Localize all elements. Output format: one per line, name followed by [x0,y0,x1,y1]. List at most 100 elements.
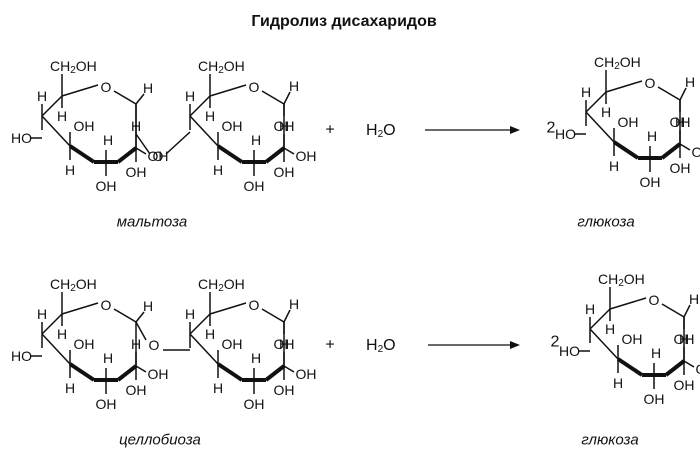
ring-bond [41,333,71,365]
ch2oh-group-part: CH [598,271,618,287]
h-atom: H [57,108,67,124]
ring-bond [589,328,619,360]
water-formula: H2O [366,122,396,140]
ring-front-bond [616,357,644,377]
hydroxyl-group: HO [11,348,32,364]
h-atom: H [675,114,685,130]
h-atom: H [689,291,699,307]
ring-oxygen: O [249,79,260,95]
hydroxyl-group: OH [126,164,147,180]
glycosidic-bond [135,321,147,341]
ring-front-bond [216,362,244,382]
ring-bond [657,86,681,101]
ch2oh-group-subscript: 2 [70,283,76,294]
ring-bond [585,91,607,113]
ch2oh-group: CH2OH [50,58,97,76]
stoichiometric-coefficient: 2 [551,334,560,351]
hydroxyl-group: OH [622,331,643,347]
substituent-bond [683,304,691,318]
hydroxyl-group: OH [640,174,661,190]
ring-bond [589,308,611,330]
ring-front-bond [664,359,686,377]
h-atom: H [289,78,299,94]
ring-front-bond [264,146,286,164]
ring-front-bond [264,364,286,382]
water-formula: H2O [366,337,396,355]
substituent-bond [135,147,147,155]
ch2oh-group-part: CH [198,58,218,74]
h-atom: H [647,128,657,144]
ring-front-bond [116,146,138,164]
ch2oh-group-part: OH [624,271,645,287]
ring-front-bond [660,142,682,160]
ch2oh-group-part: CH [198,276,218,292]
ch2oh-group-subscript: 2 [614,61,620,72]
ring-bond [261,308,285,323]
ch2oh-group-part: OH [76,276,97,292]
ch2oh-group-subscript: 2 [618,278,624,289]
ring-bond [209,302,247,315]
ring-oxygen: O [101,297,112,313]
ring-bond [261,90,285,105]
h-atom: H [103,132,113,148]
h-atom: H [251,132,261,148]
hydroxyl-group: OH [244,178,265,194]
h-atom: H [289,296,299,312]
h-atom: H [613,375,623,391]
product-name: глюкоза [581,432,638,449]
ring-bond [61,84,99,97]
reaction-arrow-head-icon [510,341,520,349]
hydroxyl-group: OH [696,361,700,377]
hydroxyl-group: OH [296,366,317,382]
ring-oxygen: O [101,79,112,95]
hydroxyl-group: OH [148,148,169,164]
hydroxyl-group: OH [74,118,95,134]
ring-bond [189,115,219,147]
ring-bond [61,302,99,315]
ring-bond [661,303,685,318]
hydroxyl-group: HO [11,130,32,146]
reactant-name: целлобиоза [119,432,201,449]
ring-bond [113,90,137,105]
ring-bond [41,115,71,147]
ch2oh-group: CH2OH [198,276,245,294]
h-atom: H [279,336,289,352]
page-title: Гидролиз дисахаридов [251,13,437,30]
hydroxyl-group: OH [618,114,639,130]
h-atom: H [609,158,619,174]
hydroxyl-group: OH [126,382,147,398]
ch2oh-group-part: CH [50,276,70,292]
h-atom: H [185,306,195,322]
substituent-bond [283,309,291,323]
h-atom: H [605,321,615,337]
ch2oh-group-subscript: 2 [218,65,224,76]
ch2oh-group-part: OH [224,58,245,74]
glycosidic-oxygen: O [153,148,164,164]
h-atom: H [213,162,223,178]
hydroxyl-group: OH [674,377,695,393]
ring-bond [605,80,643,93]
substituent-bond [283,147,295,155]
ch2oh-group: CH2OH [198,58,245,76]
h-atom: H [581,84,591,100]
hydroxyl-group: OH [274,164,295,180]
hydroxyl-group: OH [274,382,295,398]
substituent-bond [679,87,687,101]
h-atom: H [103,350,113,366]
h-atom: H [131,336,141,352]
ring-bond [189,333,219,365]
h-atom: H [251,350,261,366]
ring-bond [585,111,615,143]
ring-bond [609,297,647,310]
hydroxyl-group: OH [274,336,295,352]
h-atom: H [37,306,47,322]
ring-bond [209,84,247,97]
water-formula-part: O [383,337,395,354]
hydroxyl-group: OH [96,178,117,194]
ch2oh-group-subscript: 2 [218,283,224,294]
hydroxyl-group: OH [244,396,265,412]
water-formula-subscript: 2 [378,344,384,355]
hydroxyl-group: HO [555,126,576,142]
h-atom: H [585,301,595,317]
